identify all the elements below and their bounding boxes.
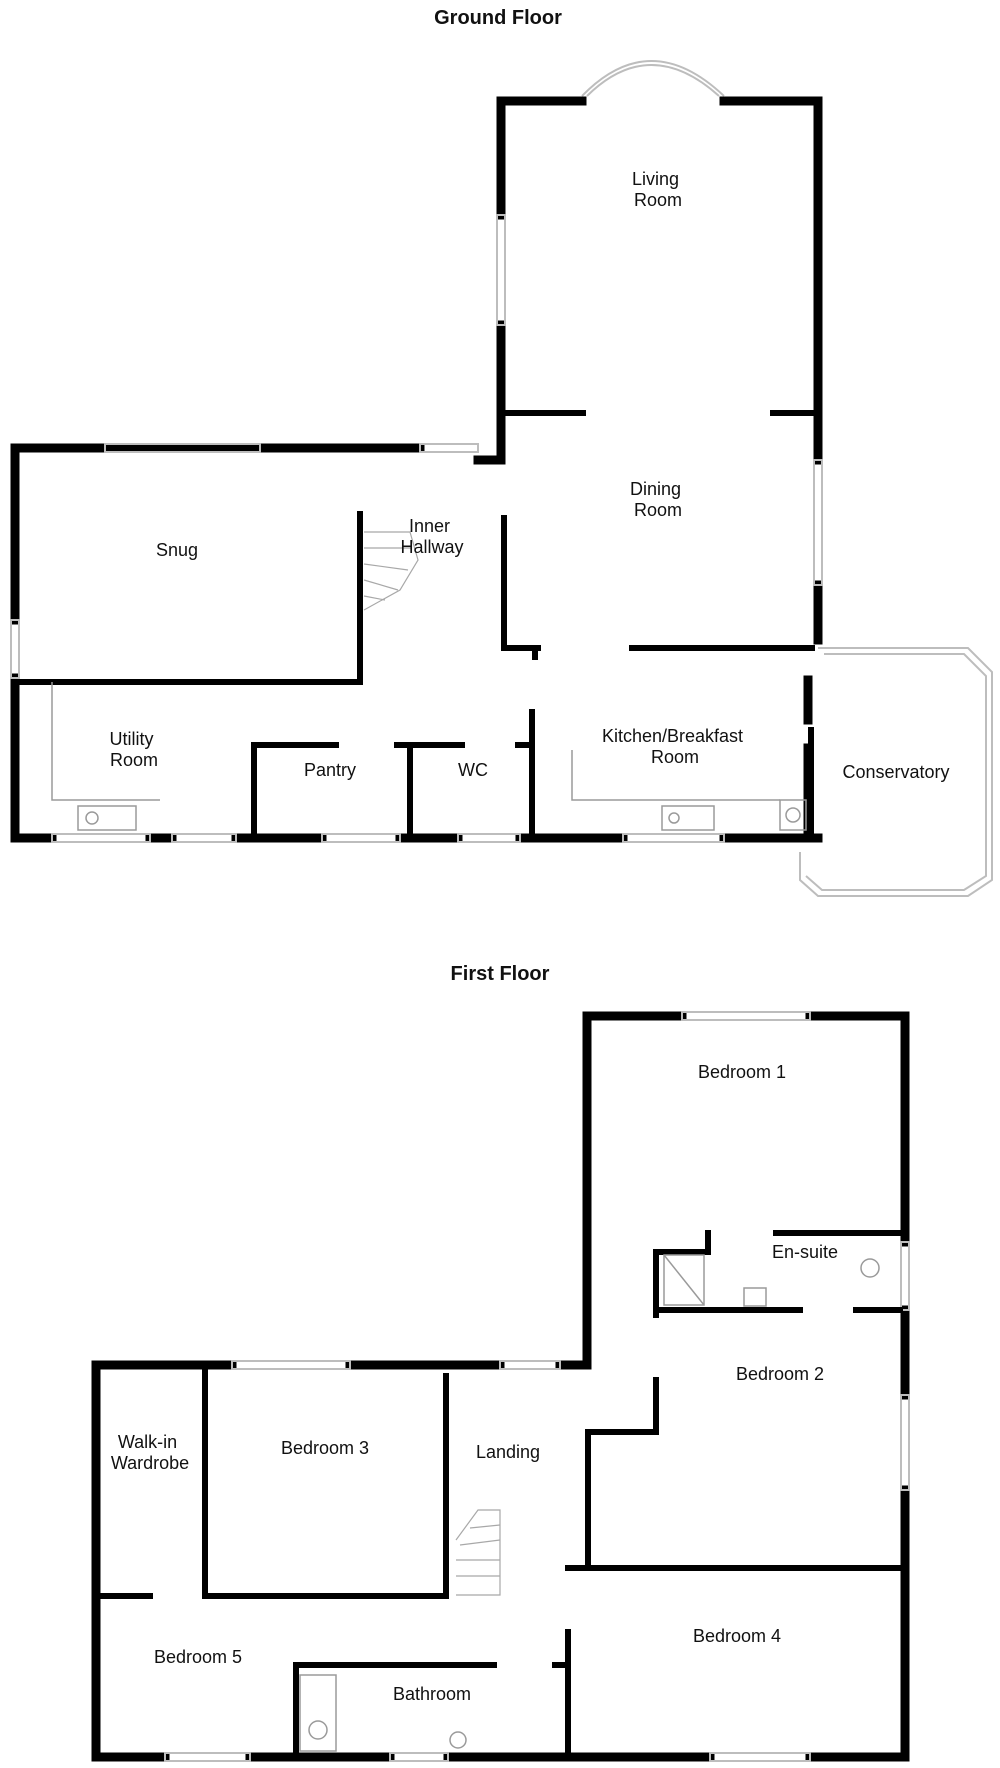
first-stairs bbox=[455, 1509, 501, 1596]
room-label-bedroom-4: Bedroom 4 bbox=[693, 1626, 781, 1646]
room-label-bathroom: Bathroom bbox=[393, 1684, 471, 1704]
room-label-walk-in-wardrobe: Walk-in Wardrobe bbox=[111, 1432, 189, 1473]
room-label-kitchen-breakfast-room: Kitchen/Breakfast Room bbox=[602, 726, 748, 767]
ground-floor-internal-walls bbox=[17, 410, 815, 841]
room-label-utility-room: Utility Room bbox=[109, 729, 158, 770]
room-label-snug: Snug bbox=[156, 540, 198, 560]
room-label-bedroom-1: Bedroom 1 bbox=[698, 1062, 786, 1082]
ground-room-labels: Living Room Dining Room Snug Inner Hallw… bbox=[109, 169, 949, 782]
room-label-landing: Landing bbox=[476, 1442, 540, 1462]
room-label-living-room: Living Room bbox=[632, 169, 684, 210]
room-label-inner-hallway: Inner Hallway bbox=[400, 516, 463, 557]
room-label-dining-room: Dining Room bbox=[630, 479, 686, 520]
first-floor-plan: First Floor bbox=[91, 963, 910, 1762]
room-label-pantry: Pantry bbox=[304, 760, 356, 780]
room-label-conservatory: Conservatory bbox=[842, 762, 949, 782]
bay-window bbox=[581, 60, 725, 97]
room-label-bedroom-3: Bedroom 3 bbox=[281, 1438, 369, 1458]
ground-fixtures bbox=[51, 682, 807, 831]
first-floor-walls bbox=[91, 1011, 910, 1762]
room-label-en-suite: En-suite bbox=[772, 1242, 838, 1262]
first-floor-windows bbox=[164, 1011, 910, 1762]
first-fixtures bbox=[299, 1254, 880, 1752]
room-label-bedroom-5: Bedroom 5 bbox=[154, 1647, 242, 1667]
room-label-wc: WC bbox=[458, 760, 488, 780]
room-label-bedroom-2: Bedroom 2 bbox=[736, 1364, 824, 1384]
bay-window-inner bbox=[586, 64, 720, 97]
first-floor-internal-walls bbox=[98, 1230, 903, 1755]
first-room-labels: Bedroom 1 En-suite Bedroom 2 Walk-in War… bbox=[111, 1062, 838, 1704]
ground-floor-plan: Ground Floor bbox=[10, 7, 993, 897]
ground-floor-windows bbox=[10, 214, 993, 897]
ground-floor-title: Ground Floor bbox=[434, 7, 562, 29]
ground-stairs bbox=[363, 531, 419, 611]
first-floor-title: First Floor bbox=[451, 963, 550, 985]
